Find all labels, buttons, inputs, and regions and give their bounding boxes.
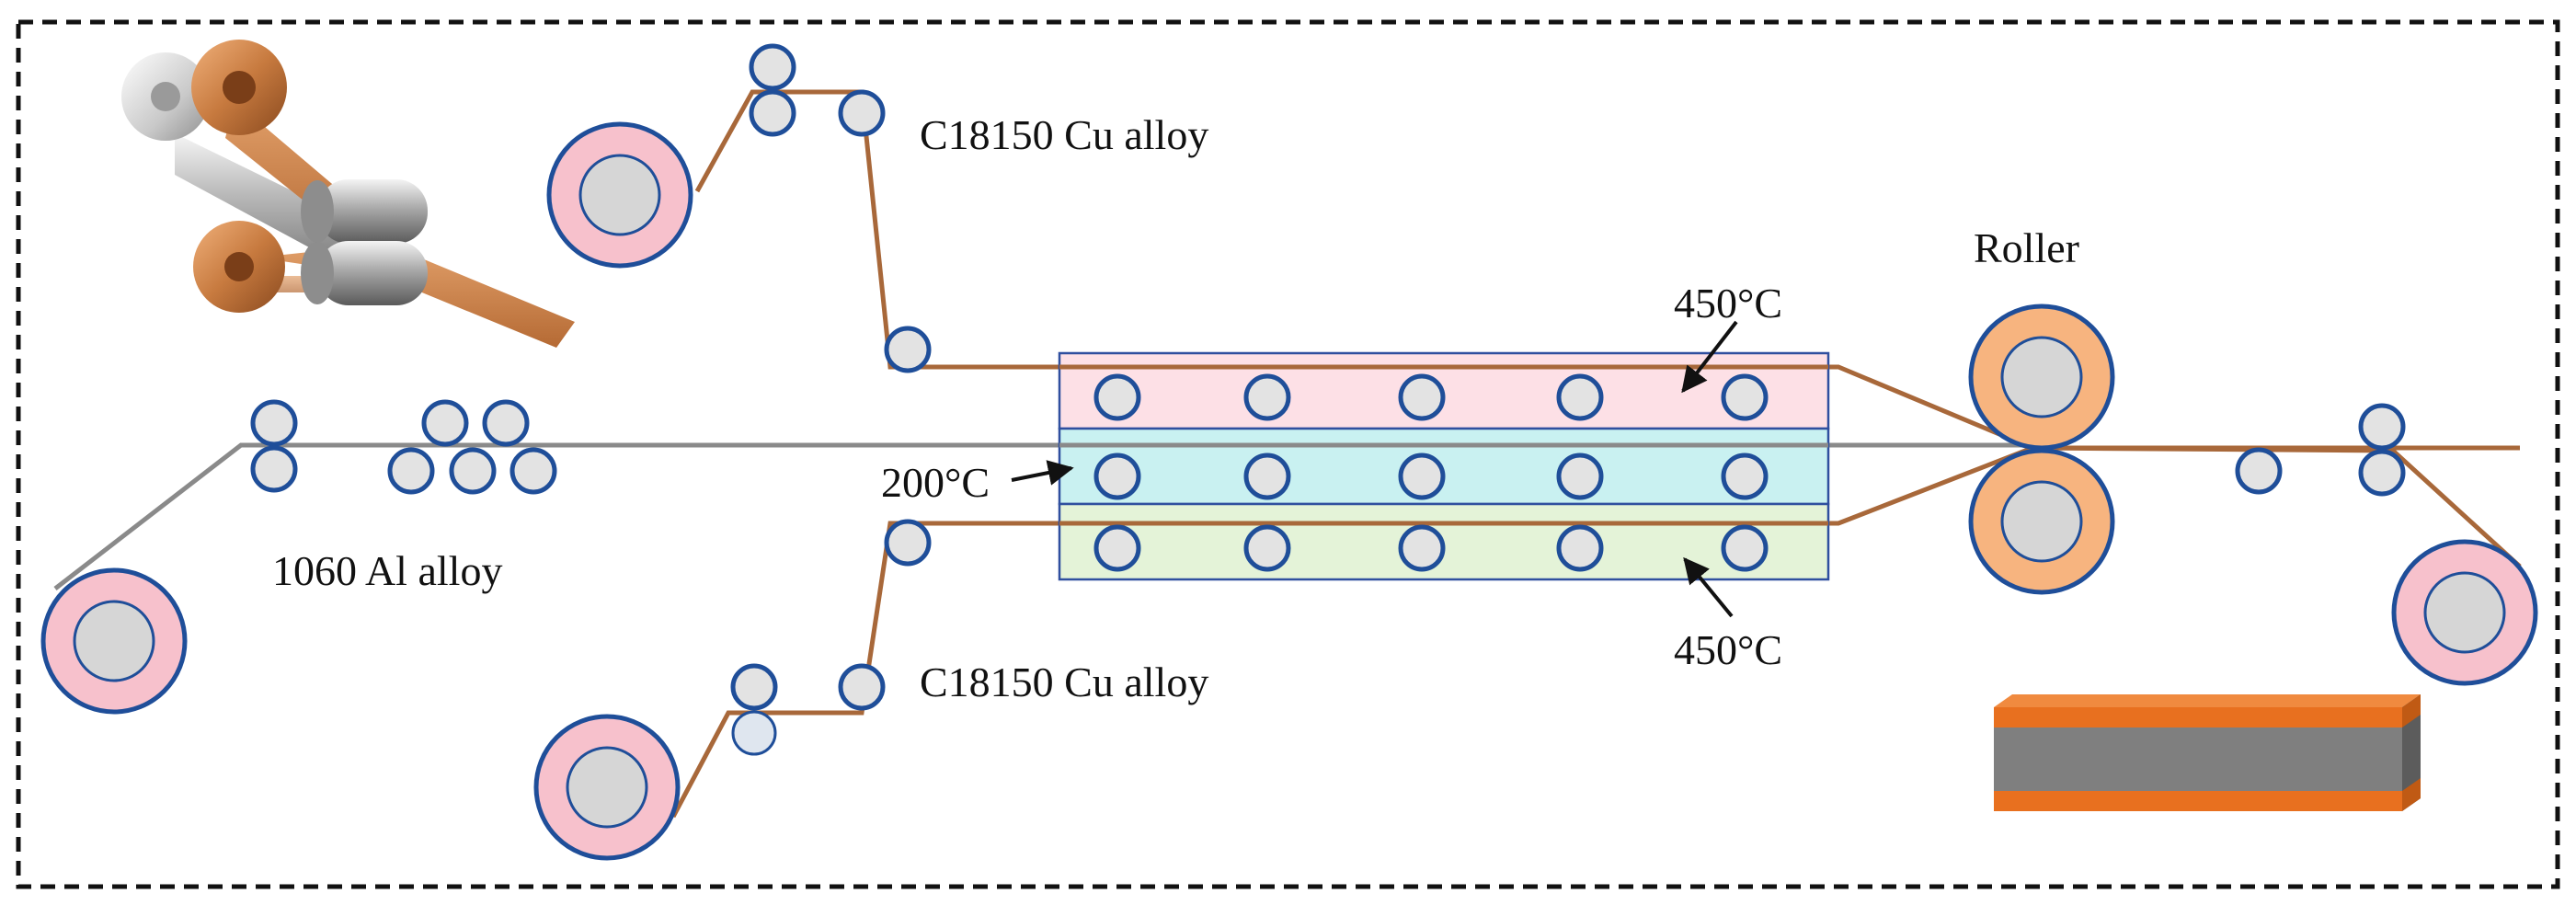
cu-bottom-label: C18150 Cu alloy — [920, 659, 1208, 705]
middle-heating-zone — [1058, 427, 1830, 506]
clad-output-strip — [2032, 445, 2522, 568]
al-coil — [40, 567, 188, 715]
cu-top-label: C18150 Cu alloy — [920, 111, 1208, 158]
main-roller-bottom — [1968, 448, 2115, 595]
lower-cu-strip — [670, 445, 2033, 819]
al-label: 1060 Al alloy — [272, 547, 502, 594]
clad-sheet-cross-section-icon — [1994, 694, 2421, 811]
temp-bottom-label: 450°C — [1674, 626, 1782, 673]
dashed-frame — [16, 19, 2560, 889]
rolling-mill-illustration — [121, 40, 575, 348]
temp-top-label: 450°C — [1674, 280, 1782, 326]
temp-middle-arrow — [1011, 460, 1074, 486]
temp-top-arrow — [1681, 320, 1738, 394]
main-roller-top — [1968, 304, 2115, 451]
roller-label: Roller — [1974, 224, 2079, 271]
guide-rollers — [250, 43, 2406, 756]
take-up-coil — [2391, 539, 2538, 686]
temp-bottom-arrow — [1683, 556, 1734, 618]
upper-cu-coil — [546, 121, 693, 269]
temp-middle-label: 200°C — [881, 459, 990, 506]
lower-cu-coil — [533, 714, 681, 861]
